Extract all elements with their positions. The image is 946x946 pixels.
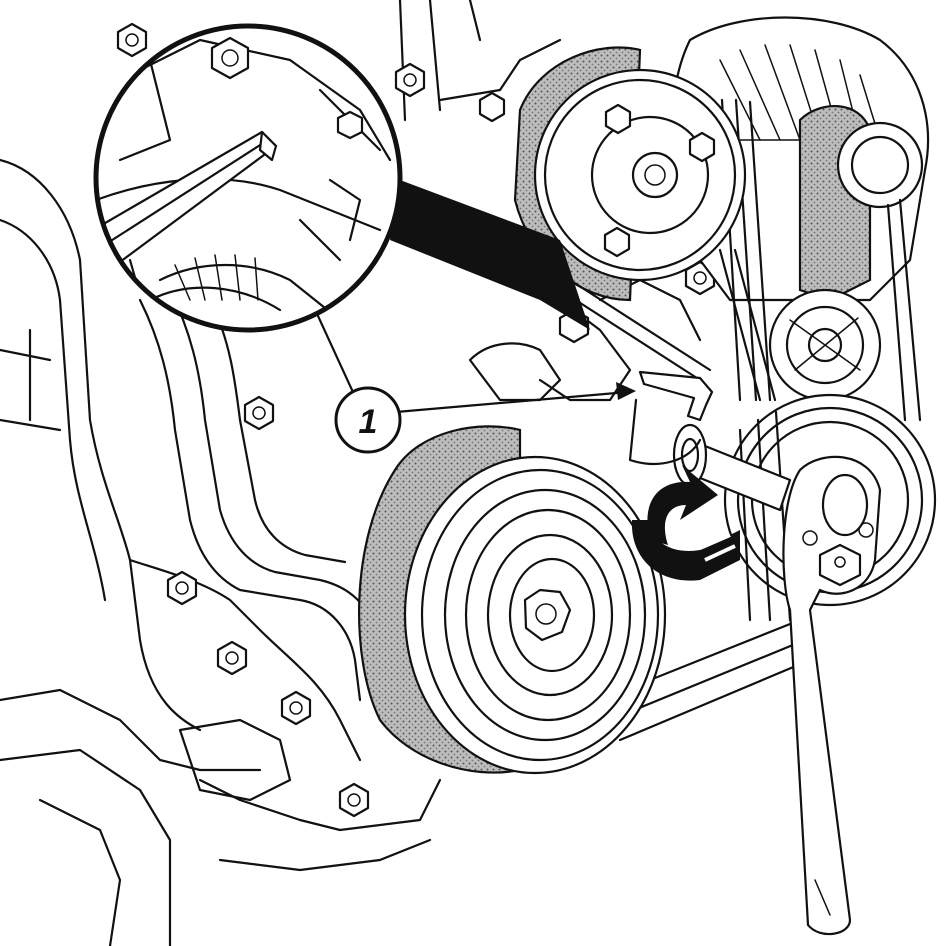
wrench-tool <box>672 423 882 936</box>
engine-bolts <box>116 22 716 818</box>
rotation-arrow-icon <box>631 465 740 581</box>
crankshaft-pulley <box>358 425 667 775</box>
drive-belt-strands <box>558 248 812 742</box>
callout-1: 1 <box>334 386 402 454</box>
alternator <box>670 16 930 422</box>
magnifier-connector <box>390 180 590 330</box>
tensioner-pulley <box>768 288 882 402</box>
callout-label: 1 <box>359 403 378 441</box>
engine-block-outline <box>0 0 702 946</box>
locking-pin <box>628 370 714 465</box>
detail-inset <box>93 23 403 333</box>
